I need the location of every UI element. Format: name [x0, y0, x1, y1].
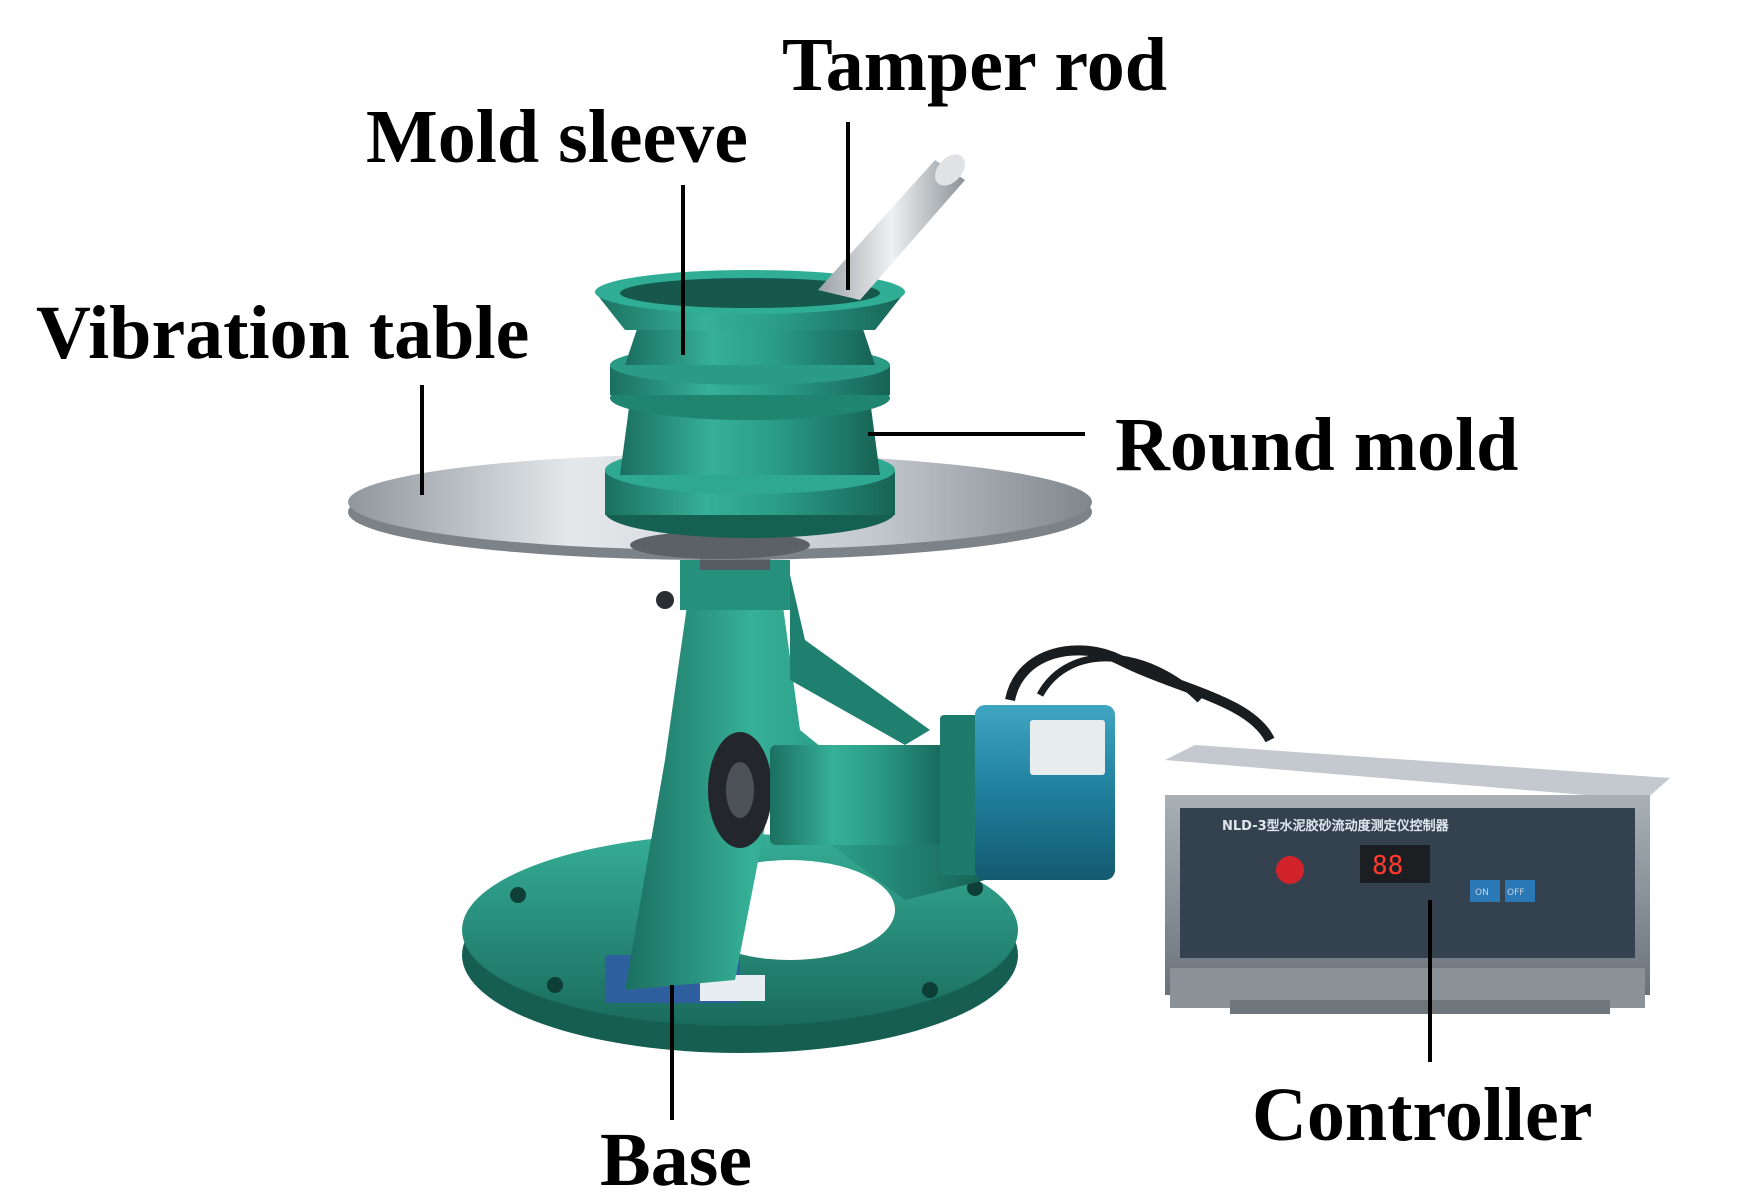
label-vibration-table: Vibration table — [36, 291, 529, 375]
controller-unit: NLD-3型水泥胶砂流动度测定仪控制器 88 ON OFF — [1165, 745, 1670, 1014]
tamper-rod — [818, 154, 965, 300]
power-button[interactable] — [1276, 856, 1304, 884]
round-mold-body — [605, 376, 895, 538]
on-button[interactable] — [1470, 880, 1500, 902]
display-window — [1360, 845, 1430, 883]
label-base: Base — [600, 1118, 752, 1202]
label-mold-sleeve: Mold sleeve — [366, 95, 748, 179]
label-controller: Controller — [1252, 1073, 1593, 1157]
off-button-label: OFF — [1507, 888, 1524, 898]
label-round-mold: Round mold — [1115, 403, 1518, 487]
motor — [770, 645, 1275, 880]
controller-panel-title: NLD-3型水泥胶砂流动度测定仪控制器 — [1222, 818, 1450, 834]
digital-display: 88 — [1372, 851, 1403, 881]
label-tamper-rod: Tamper rod — [782, 23, 1167, 107]
off-button[interactable] — [1505, 880, 1535, 902]
on-button-label: ON — [1475, 888, 1489, 898]
